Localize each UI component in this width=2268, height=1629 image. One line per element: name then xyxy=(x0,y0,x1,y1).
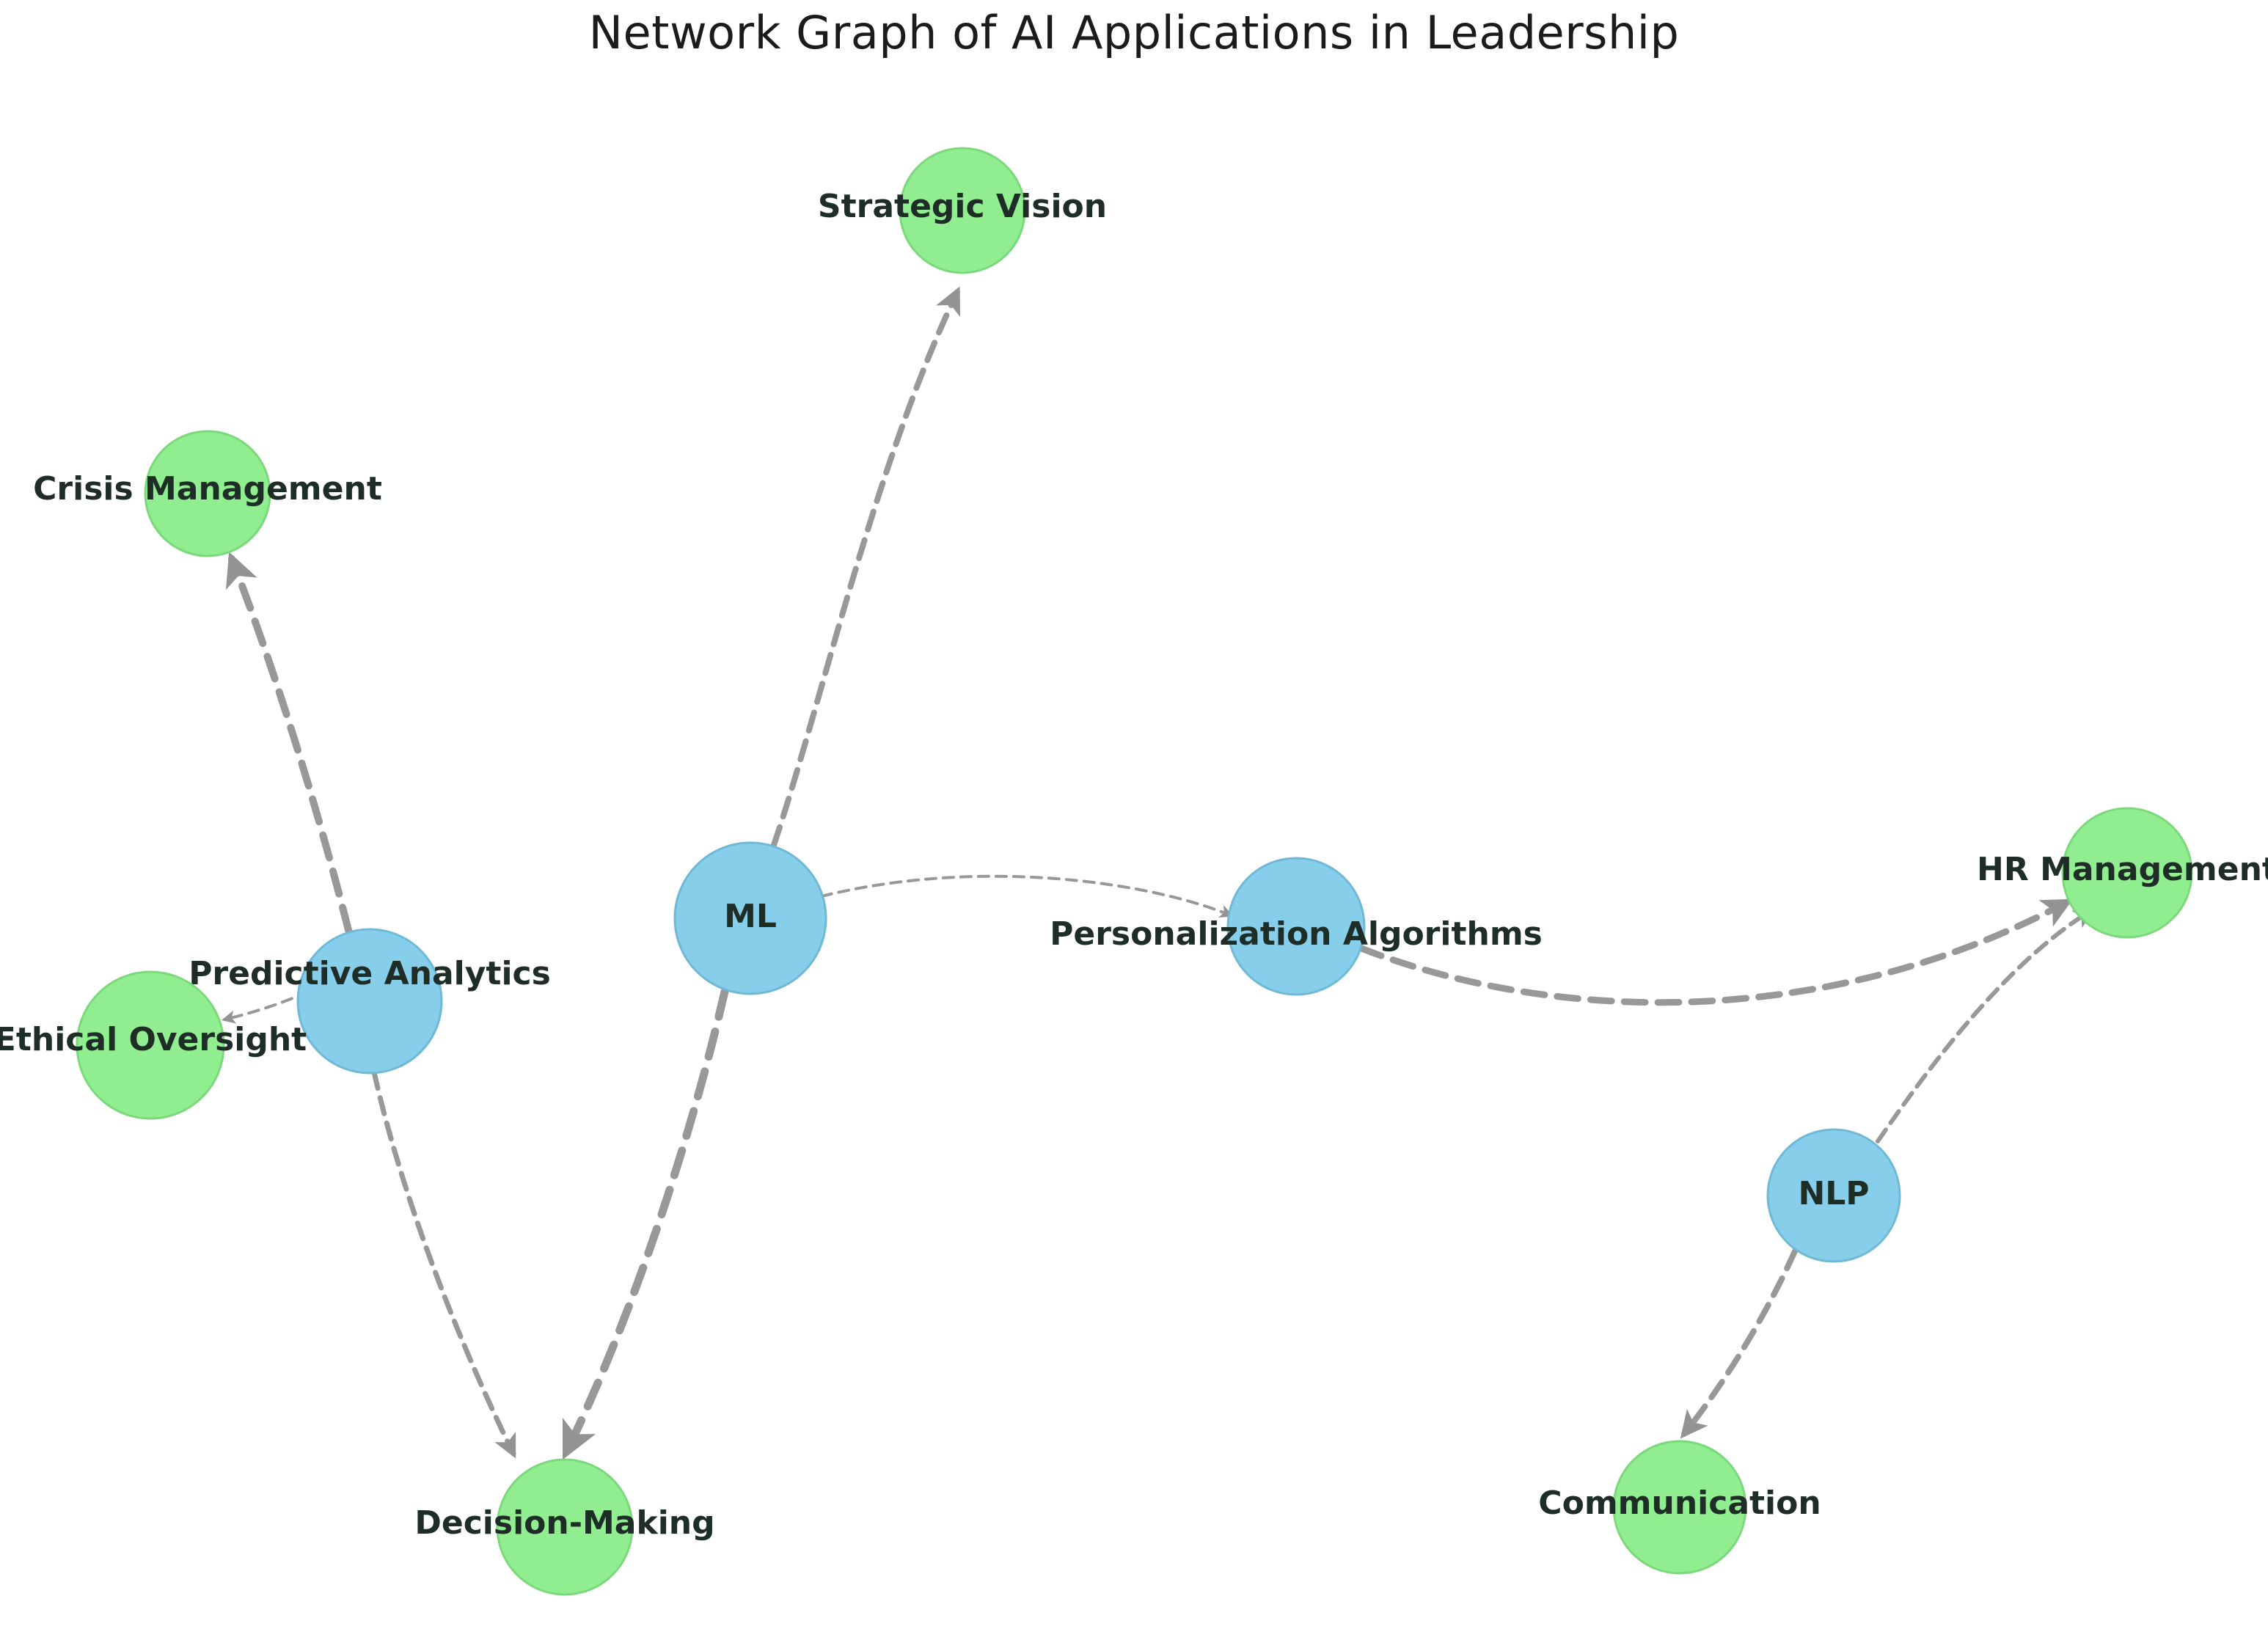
node-label-strategic-vision: Strategic Vision xyxy=(818,188,1107,225)
node-circle-hr-management[interactable] xyxy=(2061,807,2193,939)
node-communication[interactable]: Communication xyxy=(1538,1440,1821,1575)
node-circle-ml[interactable] xyxy=(673,841,827,995)
node-label-crisis-management: Crisis Management xyxy=(33,470,382,508)
node-circle-predictive-analytics[interactable] xyxy=(296,928,443,1075)
node-label-personalization-algorithms: Personalization Algorithms xyxy=(1050,915,1543,953)
node-circle-communication[interactable] xyxy=(1612,1440,1747,1575)
node-label-predictive-analytics: Predictive Analytics xyxy=(189,955,551,992)
node-label-communication: Communication xyxy=(1538,1485,1821,1522)
edges-layer xyxy=(221,286,2095,1460)
node-circle-decision-making[interactable] xyxy=(496,1458,634,1596)
node-personalization-algorithms[interactable]: Personalization Algorithms xyxy=(1050,857,1543,996)
edge-ml-to-decision-making xyxy=(562,987,729,1460)
edge-predictive-analytics-to-decision-making xyxy=(371,1069,516,1459)
node-decision-making[interactable]: Decision-Making xyxy=(414,1458,715,1596)
node-predictive-analytics[interactable]: Predictive Analytics xyxy=(189,928,551,1075)
node-label-ml: ML xyxy=(724,898,777,935)
node-circle-ethical-oversight[interactable] xyxy=(76,970,225,1120)
node-nlp[interactable]: NLP xyxy=(1766,1128,1901,1263)
node-circle-personalization-algorithms[interactable] xyxy=(1226,857,1366,996)
node-circle-strategic-vision[interactable] xyxy=(899,147,1026,274)
edge-personalization-algorithms-to-hr-management xyxy=(1358,898,2074,1006)
nodes-layer: ML NLP Predictive Analytics Personalization… xyxy=(0,147,2268,1596)
node-circle-nlp[interactable] xyxy=(1766,1128,1901,1263)
node-label-hr-management: HR Management xyxy=(1977,851,2268,888)
node-crisis-management[interactable]: Crisis Management xyxy=(33,430,382,557)
node-hr-management[interactable]: HR Management xyxy=(1977,807,2268,939)
node-label-ethical-oversight: Ethical Oversight xyxy=(0,1021,307,1058)
edge-nlp-to-communication xyxy=(1680,1248,1798,1439)
edge-ml-to-strategic-vision xyxy=(771,286,961,848)
node-label-decision-making: Decision-Making xyxy=(414,1504,714,1542)
node-label-nlp: NLP xyxy=(1798,1175,1869,1212)
edge-predictive-analytics-to-crisis-management xyxy=(225,552,352,934)
node-ml[interactable]: ML xyxy=(673,841,827,995)
edge-nlp-to-hr-management xyxy=(1876,908,2095,1143)
edge-ml-to-personalization-algorithms xyxy=(820,874,1234,918)
edge-predictive-analytics-to-ethical-oversight xyxy=(221,990,310,1024)
node-circle-crisis-management[interactable] xyxy=(144,430,271,557)
page-title: Network Graph of AI Applications in Lead… xyxy=(588,6,1680,59)
node-ethical-oversight[interactable]: Ethical Oversight xyxy=(0,970,307,1120)
node-strategic-vision[interactable]: Strategic Vision xyxy=(818,147,1107,274)
